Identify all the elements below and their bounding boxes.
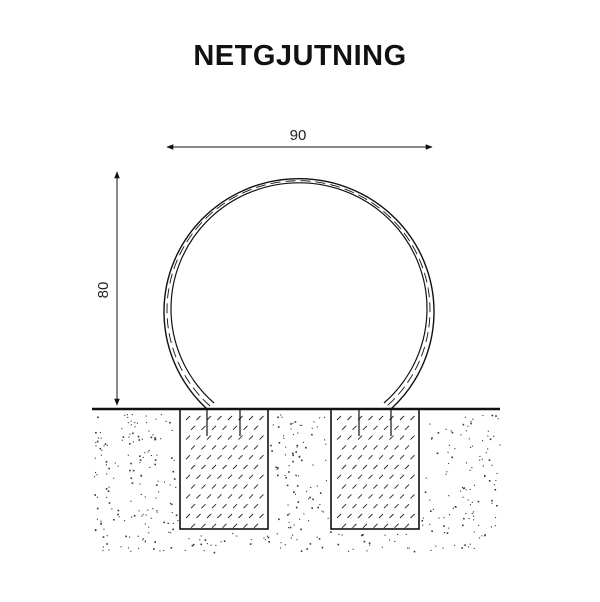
diagram-title: NETGJUTNING: [193, 40, 407, 72]
hoop-tube: [163, 178, 435, 410]
concrete-footing-left: [179, 408, 269, 530]
height-label: 80: [95, 282, 112, 299]
soil-fill: [94, 414, 501, 554]
width-dimension: 90: [166, 127, 433, 150]
height-dimension: 80: [95, 171, 120, 406]
width-label: 90: [290, 127, 307, 144]
post-ends-left: [206, 409, 241, 436]
concrete-footing-right: [330, 408, 420, 530]
post-ends-right: [358, 409, 392, 436]
